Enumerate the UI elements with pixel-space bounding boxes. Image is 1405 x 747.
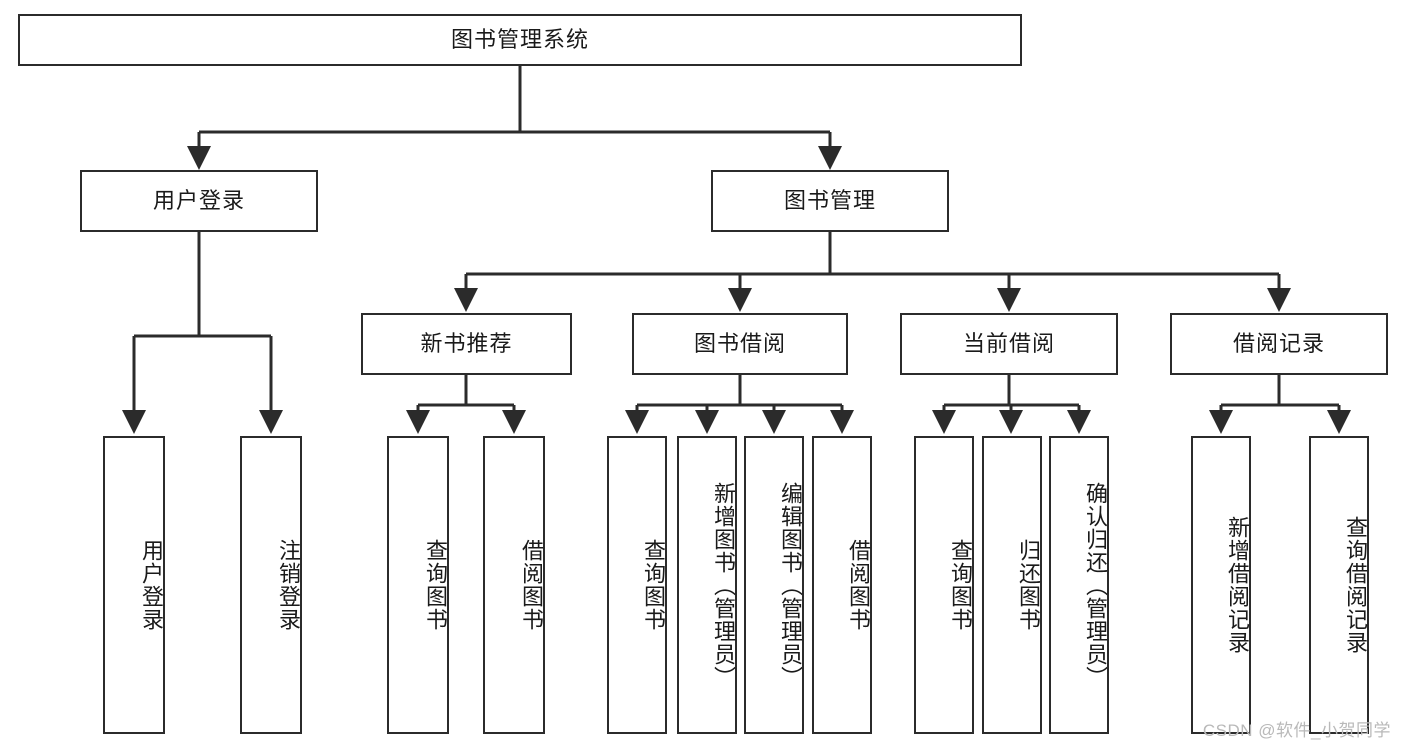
leaf-query-book-recommendation[interactable]: 查询图书	[387, 436, 449, 734]
node-label: 借阅记录	[1232, 331, 1325, 357]
node-label: 新增借阅记录	[1225, 516, 1250, 654]
node-borrowing-record[interactable]: 借阅记录	[1170, 313, 1388, 375]
node-label: 确认归还（管理员）	[1083, 481, 1108, 689]
node-new-book-recommendation[interactable]: 新书推荐	[361, 313, 572, 375]
node-label: 编辑图书（管理员）	[778, 481, 803, 689]
leaf-borrow-book-recommendation[interactable]: 借阅图书	[483, 436, 545, 734]
leaf-borrow-book-borrowing[interactable]: 借阅图书	[812, 436, 872, 734]
leaf-query-borrowing-record[interactable]: 查询借阅记录	[1309, 436, 1369, 734]
node-label: 图书管理系统	[450, 27, 589, 53]
node-label: 查询图书	[641, 539, 666, 631]
leaf-confirm-return-admin[interactable]: 确认归还（管理员）	[1049, 436, 1109, 734]
node-root-book-management-system[interactable]: 图书管理系统	[18, 14, 1022, 66]
leaf-query-book-borrowing[interactable]: 查询图书	[607, 436, 667, 734]
node-book-borrowing[interactable]: 图书借阅	[632, 313, 848, 375]
leaf-return-book[interactable]: 归还图书	[982, 436, 1042, 734]
node-label: 用户登录	[152, 188, 245, 214]
leaf-logout[interactable]: 注销登录	[240, 436, 302, 734]
node-label: 查询图书	[423, 539, 448, 631]
leaf-add-book-admin[interactable]: 新增图书（管理员）	[677, 436, 737, 734]
node-label: 当前借阅	[962, 331, 1055, 357]
node-label: 归还图书	[1016, 539, 1041, 631]
leaf-edit-book-admin[interactable]: 编辑图书（管理员）	[744, 436, 804, 734]
node-label: 新增图书（管理员）	[711, 481, 736, 689]
node-label: 用户登录	[139, 539, 164, 631]
watermark-text: CSDN @软件_小贺同学	[1202, 721, 1391, 740]
node-label: 图书管理	[783, 188, 876, 214]
node-label: 新书推荐	[420, 331, 513, 357]
node-current-borrowing[interactable]: 当前借阅	[900, 313, 1118, 375]
node-label: 注销登录	[276, 539, 301, 631]
node-label: 借阅图书	[519, 539, 544, 631]
node-label: 借阅图书	[846, 539, 871, 631]
node-book-management[interactable]: 图书管理	[711, 170, 949, 232]
node-label: 查询图书	[948, 539, 973, 631]
leaf-user-login[interactable]: 用户登录	[103, 436, 165, 734]
leaf-add-borrowing-record[interactable]: 新增借阅记录	[1191, 436, 1251, 734]
leaf-query-book-current[interactable]: 查询图书	[914, 436, 974, 734]
node-label: 查询借阅记录	[1343, 516, 1368, 654]
node-user-login[interactable]: 用户登录	[80, 170, 318, 232]
node-label: 图书借阅	[693, 331, 786, 357]
